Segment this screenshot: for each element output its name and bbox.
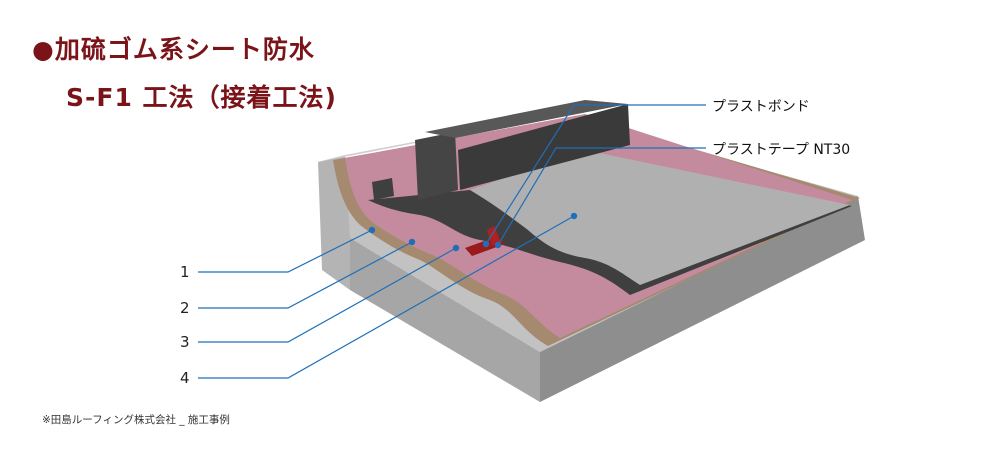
leader-line-3 <box>198 247 457 343</box>
diagram-title: ●加硫ゴム系シート防水 <box>32 35 315 64</box>
concrete-slab-right-side <box>540 196 865 402</box>
parapet-notch <box>372 178 394 200</box>
label-number-4: 4 <box>180 369 190 387</box>
concrete-slab-front-side <box>350 238 540 402</box>
leader-line-tape <box>497 147 706 246</box>
callout-plast-bond: プラストボンド <box>712 99 810 115</box>
label-number-2: 2 <box>180 299 190 317</box>
leader-dot-bond <box>482 240 490 248</box>
leader-line-2 <box>198 241 413 309</box>
leader-dot-4 <box>570 212 578 220</box>
leader-lines <box>198 104 706 379</box>
diagram-subtitle: S-F1 工法（接着工法) <box>66 83 337 112</box>
image-credit: ※田島ルーフィング株式会社 _ 施工事例 <box>42 414 230 426</box>
leader-line-1 <box>198 229 373 273</box>
leader-dot-tape <box>494 241 502 249</box>
leader-line-bond <box>485 104 706 245</box>
callout-plast-tape: プラストテープ NT30 <box>712 142 851 158</box>
topcoat-layer <box>470 150 850 285</box>
parapet-cap-top <box>425 100 628 138</box>
parapet-cap-front <box>415 132 458 200</box>
leader-dot-3 <box>452 244 460 252</box>
leader-dot-2 <box>408 238 416 246</box>
plast-bond <box>487 226 500 246</box>
leader-dot-1 <box>368 226 376 234</box>
parapet-cap-side <box>458 104 630 190</box>
leader-line-4 <box>198 215 575 379</box>
label-number-3: 3 <box>180 333 190 351</box>
label-number-1: 1 <box>180 263 190 281</box>
leader-dots <box>368 212 578 252</box>
